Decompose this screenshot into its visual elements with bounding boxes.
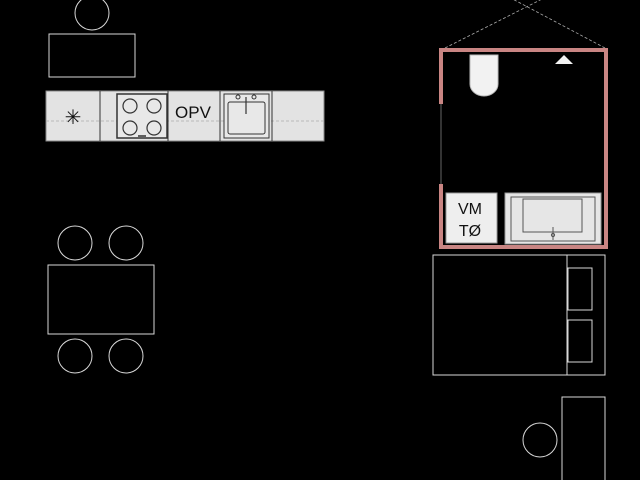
kitchen-counter: ✳ OPV	[45, 90, 325, 142]
bed	[432, 254, 606, 376]
bathroom-wall	[439, 48, 608, 249]
sink-icon	[223, 93, 270, 139]
toilet-icon	[469, 54, 499, 97]
desk	[48, 33, 136, 78]
washer-label-line2: TØ	[459, 223, 481, 240]
washer-dryer: VM TØ	[445, 192, 498, 244]
desk-group-2	[522, 396, 606, 480]
washer-label-line1: VM	[458, 201, 482, 218]
chair	[108, 225, 144, 261]
dining-table	[47, 264, 155, 335]
dining-group	[47, 225, 155, 374]
fridge: ✳	[65, 107, 82, 129]
roof-lines	[444, 0, 606, 49]
basin-icon	[504, 192, 602, 245]
chair	[57, 338, 93, 374]
desk	[561, 396, 606, 480]
chair	[74, 0, 110, 31]
pillow	[567, 267, 593, 311]
counter-base	[45, 90, 325, 142]
pillow	[567, 319, 593, 363]
chair	[522, 422, 558, 458]
dishwasher-label: OPV	[175, 103, 212, 122]
fridge-icon: ✳	[65, 107, 82, 129]
desk-group	[48, 0, 136, 78]
chair	[108, 338, 144, 374]
chair	[57, 225, 93, 261]
stove-icon	[116, 93, 168, 139]
door-arrow-icon	[555, 55, 573, 64]
bathroom: VM TØ	[439, 48, 608, 249]
